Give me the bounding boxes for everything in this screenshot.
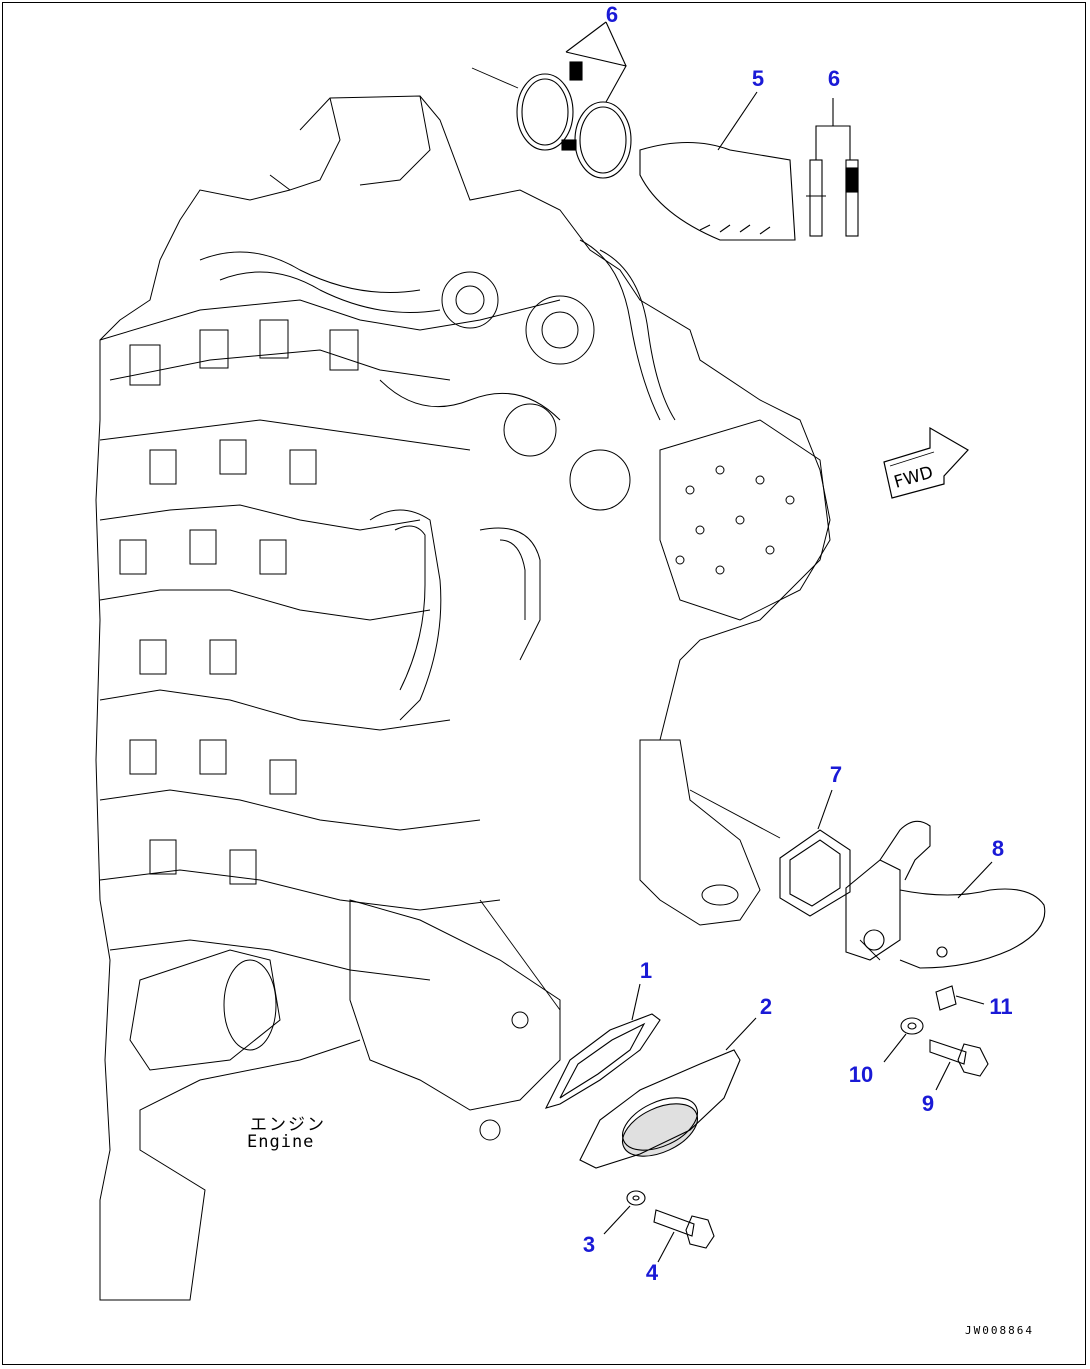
callout-11-plug: 11 — [989, 994, 1013, 1019]
callout-6-side-clamps: 6 — [827, 66, 841, 91]
engine-block — [95, 95, 831, 1301]
part-7-gasket — [779, 789, 851, 917]
part-6-clamp-side — [806, 98, 859, 237]
part-1-gasket — [544, 983, 661, 1109]
part-9-bolt — [929, 1039, 989, 1091]
part-4-bolt — [653, 1209, 715, 1263]
callout-6-top-clamps: 6 — [605, 2, 619, 27]
engine-label-english: Engine — [247, 1132, 315, 1152]
callout-5-hose: 5 — [751, 66, 765, 91]
part-2-cover-plate — [579, 1017, 757, 1169]
callout-4-bolt: 4 — [645, 1260, 659, 1285]
callout-10-washer: 10 — [848, 1062, 874, 1087]
callout-1-gasket: 1 — [639, 958, 653, 983]
part-8-elbow-pipe — [845, 820, 1046, 969]
part-3-washer — [603, 1190, 646, 1235]
part-6-hose-clamps — [516, 21, 632, 179]
part-10-washer — [883, 1017, 924, 1063]
part-5-hose — [639, 91, 796, 241]
callout-2-cover: 2 — [759, 994, 773, 1019]
drawing-id: JW008864 — [965, 1324, 1034, 1337]
callout-8-elbow: 8 — [991, 836, 1005, 861]
callout-7-gasket: 7 — [829, 762, 843, 787]
callout-3-washer: 3 — [582, 1232, 596, 1257]
leader-lines — [471, 67, 881, 1011]
callout-9-bolt: 9 — [921, 1091, 935, 1116]
fwd-marker: FWD — [883, 426, 969, 499]
engine-label-japanese: エンジン — [250, 1115, 326, 1135]
part-11-plug — [935, 985, 985, 1011]
